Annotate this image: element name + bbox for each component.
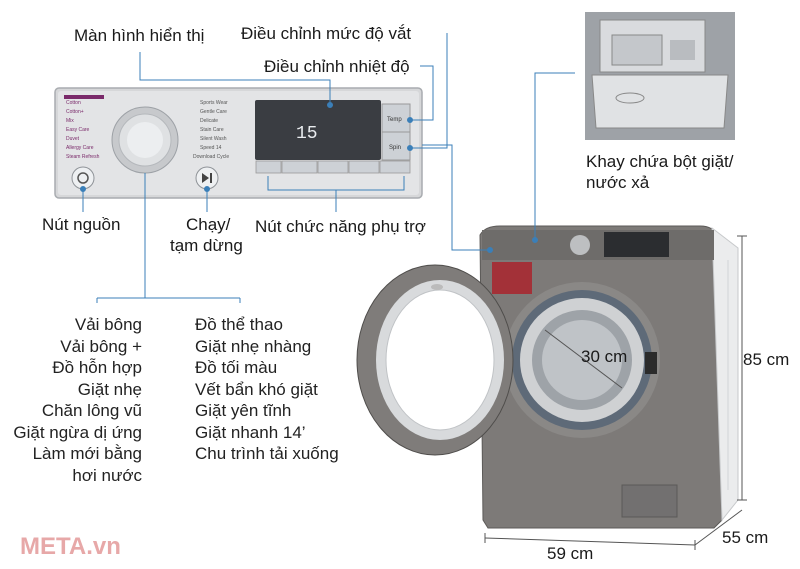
program-item: Giặt nhanh 14’ [195,422,306,442]
drawer-label: Khay chứa bột giặt/ [586,152,734,171]
program-item: Giặt nhẹ [77,379,142,399]
leader-lines [80,33,575,303]
program-item: Đồ thể thao [195,315,283,334]
startpause-label: Chạy/ [186,215,231,234]
drawer-label-2: nước xả [586,173,650,192]
display-digits: 15 [296,124,318,144]
svg-text:Steam Refresh: Steam Refresh [66,154,100,160]
power-label: Nút nguồn [42,215,121,234]
options-label: Nút chức năng phụ trợ [255,217,426,236]
svg-text:Gentle Care: Gentle Care [200,109,227,115]
temp-button-label: Temp [387,117,402,123]
temp-label: Điều chỉnh nhiệt độ [264,57,410,76]
program-item: Đồ hỗn hợp [52,358,142,377]
program-item: hơi nước [72,465,142,485]
height-dimension: 85 cm [743,350,790,369]
program-item: Vải bông [74,315,142,334]
svg-text:Silent Wash: Silent Wash [200,136,227,142]
svg-text:Cotton: Cotton [66,100,81,106]
door-dimension: 30 cm [581,347,628,366]
program-item: Vết bẩn khó giặt [195,379,318,399]
dimension-lines [484,235,747,550]
svg-text:Download Cycle: Download Cycle [193,154,229,160]
washing-machine [356,225,739,529]
spin-button-label: Spin [389,145,401,151]
program-item: Vải bông + [60,336,142,356]
program-item: Giặt nhẹ nhàng [195,336,312,356]
svg-text:Easy Care: Easy Care [66,127,90,133]
display-label: Màn hình hiển thị [74,26,205,45]
program-list-left: Vải bông Vải bông + Đồ hỗn hợp Giặt nhẹ … [13,314,142,486]
brand-watermark: META.vn [20,533,121,560]
program-item: Giặt ngừa dị ứng [13,422,142,442]
drawer-photo [585,12,735,140]
control-panel: Cotton Cotton+ Mix Easy Care Duvet Aller… [54,87,423,199]
svg-text:Mix: Mix [66,118,74,124]
svg-text:Duvet: Duvet [66,136,80,142]
spin-label: Điều chỉnh mức độ vắt [241,24,412,43]
svg-text:Cotton+: Cotton+ [66,109,84,115]
svg-text:Sports Wear: Sports Wear [200,100,228,106]
startpause-label-2: tạm dừng [170,236,243,255]
svg-text:Speed 14: Speed 14 [200,145,222,151]
width-dimension: 59 cm [547,544,594,563]
svg-text:Delicate: Delicate [200,118,218,124]
program-list-right: Đồ thể thao Giặt nhẹ nhàng Đồ tối màu Vế… [195,314,339,465]
svg-text:Allergy Care: Allergy Care [66,145,94,151]
program-item: Chu trình tải xuống [195,444,339,463]
svg-text:Stain Care: Stain Care [200,127,224,133]
depth-dimension: 55 cm [722,528,769,547]
program-item: Đồ tối màu [195,358,278,377]
program-item: Giặt yên tĩnh [195,401,292,420]
program-item: Làm mới bằng [32,444,142,463]
program-item: Chăn lông vũ [41,401,142,420]
